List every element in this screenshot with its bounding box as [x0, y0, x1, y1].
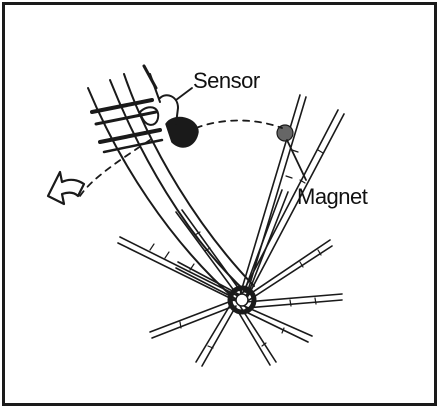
wheel-spokes [117, 94, 345, 367]
magnet [276, 124, 294, 142]
magnet-leader-line [286, 139, 307, 181]
curved-arrow-icon [46, 170, 86, 206]
rotation-path [79, 119, 283, 197]
magnet-label: Magnet [297, 184, 368, 209]
spoke-hatching [149, 149, 324, 349]
sensor-bracket [90, 64, 164, 154]
sensor-label: Sensor [193, 68, 260, 93]
wheel-hub [227, 285, 257, 315]
sensor-leader-line [175, 87, 193, 101]
sensor-body [159, 94, 199, 148]
